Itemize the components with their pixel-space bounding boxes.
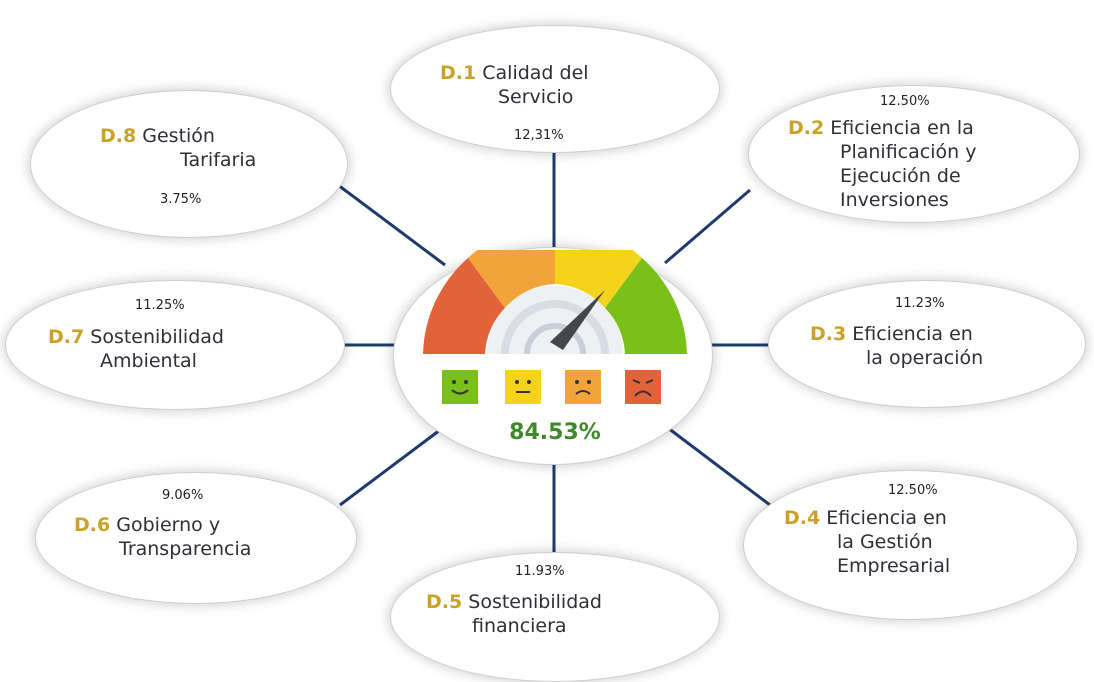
bubble-d3 (768, 280, 1086, 408)
sad-face-icon (625, 370, 661, 404)
d1-percent: 12,31% (514, 128, 564, 143)
d6-percent: 9.06% (162, 488, 204, 503)
d3-percent: 11.23% (895, 296, 945, 311)
d1-label: D.1 Calidad del Servicio (440, 62, 589, 108)
bubble-d5 (390, 552, 720, 682)
worried-face-icon (565, 370, 601, 404)
d8-percent: 3.75% (160, 192, 202, 207)
gauge-icon (423, 250, 687, 355)
total-score: 84.53% (509, 420, 601, 445)
d8-label: D.8 Gestión Tarifaria (100, 125, 257, 171)
d4-label: D.4 Eficiencia en la Gestión Empresarial (784, 507, 951, 577)
connector-d8 (337, 183, 446, 267)
d6-label: D.6 Gobierno y Transparencia (74, 514, 252, 560)
d7-label: D.7 Sostenibilidad Ambiental (48, 326, 224, 372)
connector-d6 (339, 428, 441, 507)
d7-percent: 11.25% (135, 298, 185, 313)
neutral-face-icon (505, 370, 541, 404)
d4-percent: 12.50% (888, 483, 938, 498)
bubble-d4 (743, 470, 1078, 620)
happy-face-icon (442, 370, 478, 404)
d5-percent: 11.93% (515, 564, 565, 579)
bubble-d1 (390, 25, 720, 153)
bubble-d8 (30, 90, 348, 238)
d3-label: D.3 Eficiencia en la operación (810, 323, 984, 369)
bubble-d6 (35, 472, 357, 604)
d2-label: D.2 Eficiencia en la Planificación y Eje… (788, 117, 977, 211)
d5-label: D.5 Sostenibilidad financiera (426, 591, 602, 637)
bubble-d7 (5, 280, 345, 410)
d2-percent: 12.50% (880, 94, 930, 109)
bubble-d2 (748, 85, 1080, 223)
connector-d2 (664, 188, 751, 265)
connector-d4 (667, 426, 771, 507)
